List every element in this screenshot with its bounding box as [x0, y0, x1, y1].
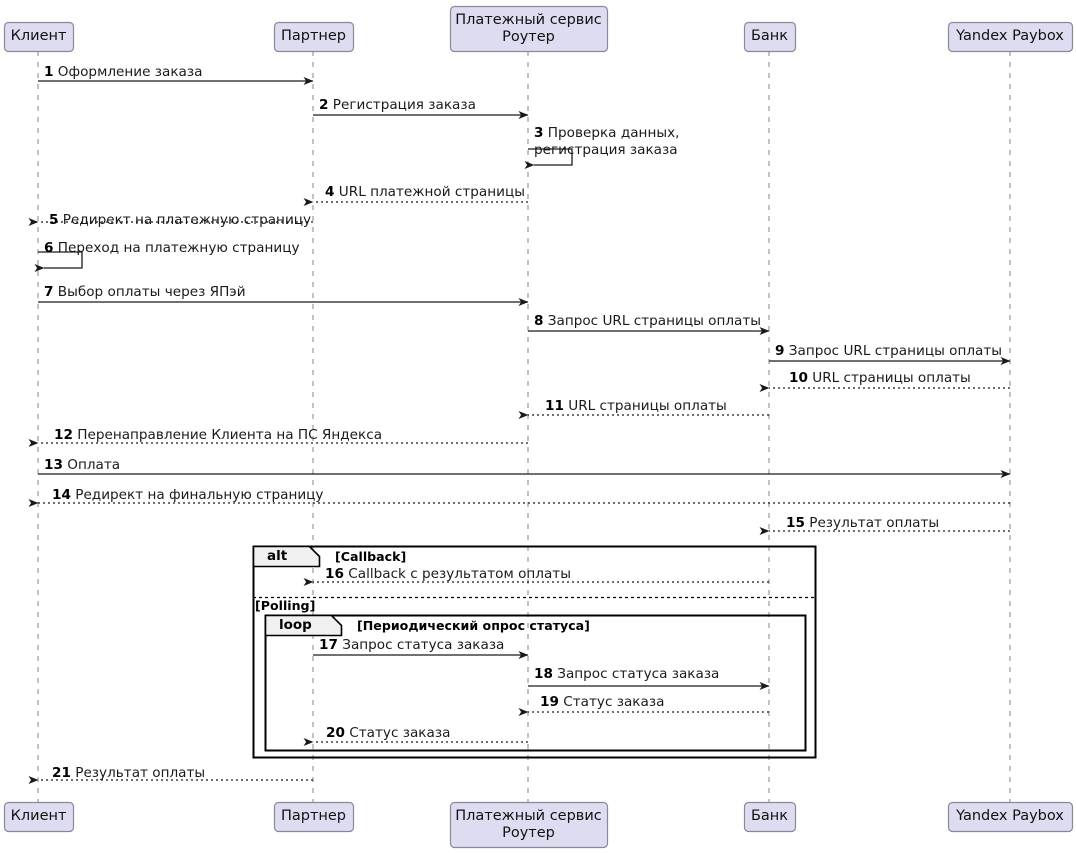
message-8-text: Запрос URL страницы оплаты — [547, 313, 762, 329]
alt-frame-operator-label: alt — [267, 548, 288, 564]
participant-box-partner-top[interactable] — [273, 21, 355, 53]
message-13-label: 13 Оплата — [44, 457, 120, 473]
message-15-label: 15 Результат оплаты — [786, 515, 939, 531]
message-9-sequence-number: 9 — [775, 343, 785, 359]
loop-frame-operator-label: loop — [279, 617, 312, 633]
loop-frame-operator-tag — [264, 614, 343, 637]
messages-group — [28, 77, 1011, 784]
participant-box-client-top[interactable] — [3, 21, 75, 53]
message-6-sequence-number: 6 — [44, 240, 54, 256]
message-18-label: 18 Запрос статуса заказа — [534, 666, 719, 682]
message-17-label: 17 Запрос статуса заказа — [319, 637, 504, 653]
message-14-text: Редирект на финальную страницу — [75, 487, 324, 503]
message-18-text: Запрос статуса заказа — [557, 666, 720, 682]
message-20-label: 20 Статус заказа — [326, 725, 450, 741]
alt-frame-border — [252, 545, 817, 759]
message-11-sequence-number: 11 — [545, 398, 564, 414]
message-13-sequence-number: 13 — [44, 457, 63, 473]
message-5-label: 5 Редирект на платежную страницу — [49, 212, 311, 228]
message-20-text: Статус заказа — [349, 725, 451, 741]
message-11-text: URL страницы оплаты — [568, 398, 727, 414]
message-6-self-arrow[interactable] — [34, 251, 83, 272]
message-11-label: 11 URL страницы оплаты — [545, 398, 727, 414]
message-17-sequence-number: 17 — [319, 637, 338, 653]
participant-box-paybox-bottom[interactable] — [947, 801, 1074, 833]
message-4-label: 4 URL платежной страницы — [325, 184, 525, 200]
message-20-sequence-number: 20 — [326, 725, 345, 741]
message-13-text: Оплата — [67, 457, 121, 473]
message-5-sequence-number: 5 — [49, 212, 59, 228]
message-1-text: Оформление заказа — [57, 64, 203, 80]
message-18-sequence-number: 18 — [534, 666, 553, 682]
message-10-text: URL страницы оплаты — [812, 370, 971, 386]
message-2-sequence-number: 2 — [319, 97, 329, 113]
message-15-sequence-number: 15 — [786, 515, 805, 531]
message-3-label: 3 Проверка данных,регистрация заказа — [534, 125, 679, 159]
message-21-text: Результат оплаты — [75, 765, 206, 781]
message-9-label: 9 Запрос URL страницы оплаты — [775, 343, 1002, 359]
message-16-label: 16 Callback с результатом оплаты — [325, 566, 571, 582]
participant-box-bank-bottom[interactable] — [743, 801, 797, 833]
message-7-text: Выбор оплаты через ЯПэй — [57, 284, 246, 300]
lifelines-group — [37, 51, 1011, 802]
message-17-text: Запрос статуса заказа — [342, 637, 505, 653]
message-14-label: 14 Редирект на финальную страницу — [52, 487, 323, 503]
frames-group — [252, 545, 817, 759]
message-21-label: 21 Результат оплаты — [52, 765, 205, 781]
message-5-text: Редирект на платежную страницу — [62, 212, 312, 228]
message-6-text: Переход на платежную страницу — [57, 240, 300, 256]
alt-frame-condition-label: [Callback] — [335, 549, 407, 564]
loop-frame-condition-label: [Периодический опрос статуса] — [357, 618, 590, 633]
participant-boxes-group — [3, 5, 1074, 849]
participant-box-router-bottom[interactable] — [449, 801, 609, 849]
participant-box-router-top[interactable] — [449, 5, 609, 53]
alt-frame-operator-tag — [252, 545, 321, 568]
message-2-text: Регистрация заказа — [332, 97, 476, 113]
message-3-self-arrow[interactable] — [524, 148, 573, 169]
message-16-text: Callback с результатом оплаты — [348, 566, 571, 582]
message-12-sequence-number: 12 — [54, 427, 73, 443]
loop-frame-border — [264, 614, 807, 752]
participant-box-client-bottom[interactable] — [3, 801, 75, 833]
message-16-sequence-number: 16 — [325, 566, 344, 582]
message-2-label: 2 Регистрация заказа — [319, 97, 476, 113]
message-7-sequence-number: 7 — [44, 284, 54, 300]
message-4-sequence-number: 4 — [325, 184, 335, 200]
message-19-sequence-number: 19 — [540, 694, 559, 710]
message-8-label: 8 Запрос URL страницы оплаты — [534, 313, 761, 329]
message-10-sequence-number: 10 — [789, 370, 808, 386]
message-7-label: 7 Выбор оплаты через ЯПэй — [44, 284, 246, 300]
message-10-label: 10 URL страницы оплаты — [789, 370, 971, 386]
message-8-sequence-number: 8 — [534, 313, 544, 329]
alt-frame-divider-label: [Polling] — [255, 598, 316, 613]
message-1-label: 1 Оформление заказа — [44, 64, 202, 80]
message-19-label: 19 Статус заказа — [540, 694, 664, 710]
participant-box-bank-top[interactable] — [743, 21, 797, 53]
message-1-sequence-number: 1 — [44, 64, 54, 80]
message-4-text: URL платежной страницы — [338, 184, 525, 200]
message-9-text: Запрос URL страницы оплаты — [788, 343, 1003, 359]
message-14-sequence-number: 14 — [52, 487, 71, 503]
participant-box-paybox-top[interactable] — [947, 21, 1074, 53]
participant-box-partner-bottom[interactable] — [273, 801, 355, 833]
message-3-text: Проверка данных,регистрация заказа — [534, 125, 680, 158]
message-6-label: 6 Переход на платежную страницу — [44, 240, 300, 256]
message-21-sequence-number: 21 — [52, 765, 71, 781]
message-15-text: Результат оплаты — [809, 515, 940, 531]
message-3-sequence-number: 3 — [534, 125, 544, 141]
message-12-text: Перенаправление Клиента на ПС Яндекса — [77, 427, 383, 443]
message-19-text: Статус заказа — [563, 694, 665, 710]
message-12-label: 12 Перенаправление Клиента на ПС Яндекса — [54, 427, 382, 443]
